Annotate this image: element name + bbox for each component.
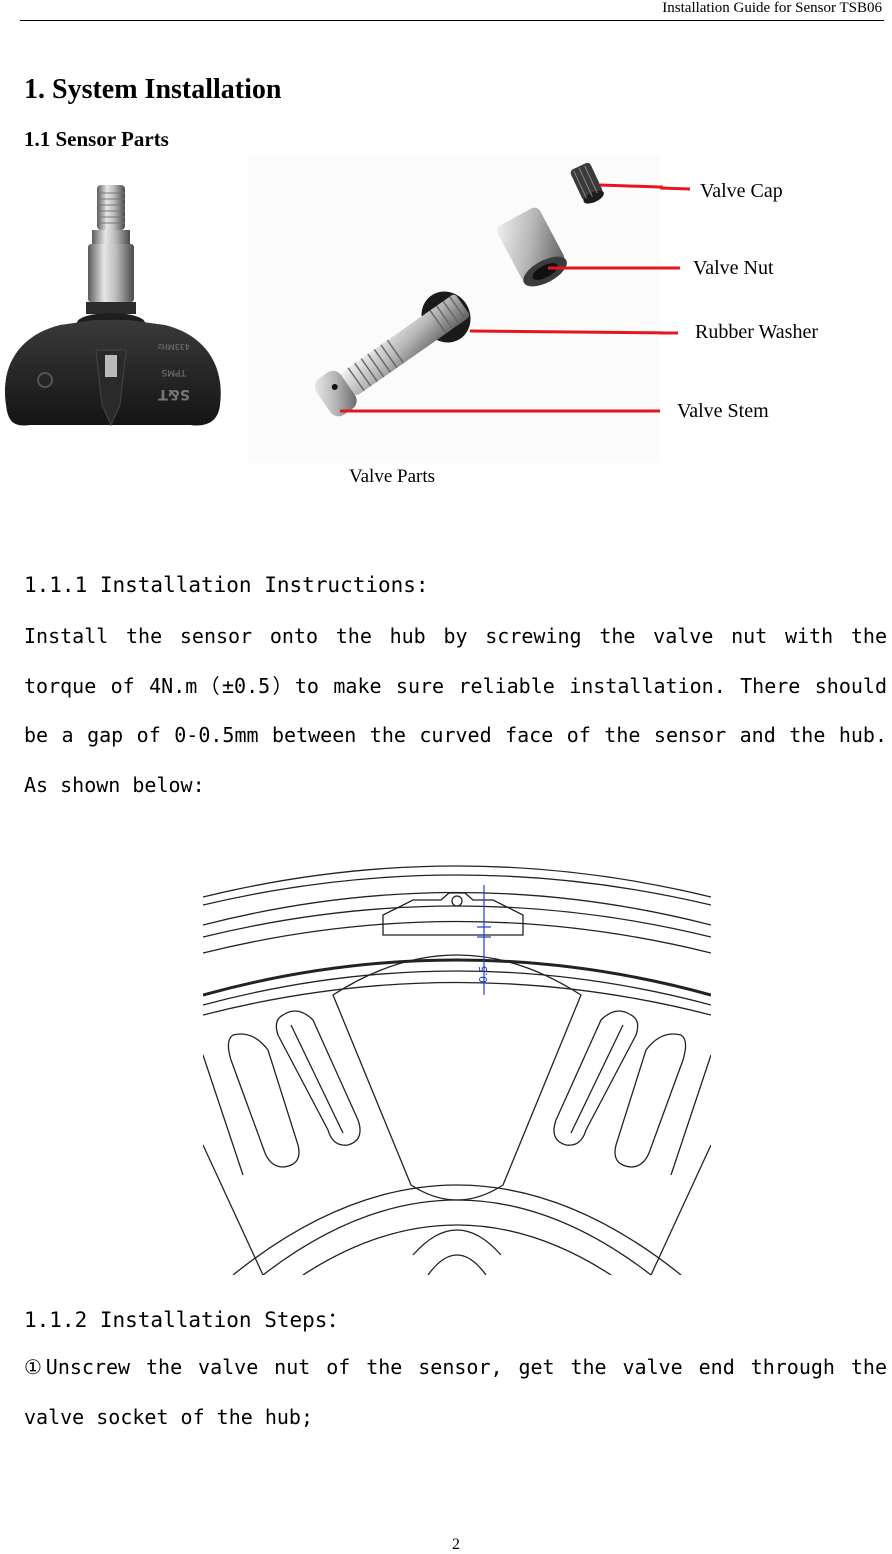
valve-stem-part (314, 294, 470, 417)
instructions-heading: 1.1.1 Installation Instructions: (24, 573, 429, 597)
page-number: 2 (452, 1536, 460, 1553)
callout-valve-nut: Valve Nut (693, 257, 774, 279)
rubber-washer-callout-line (469, 329, 663, 335)
callout-valve-stem: Valve Stem (677, 400, 769, 422)
callout-rubber-washer: Rubber Washer (695, 321, 818, 343)
sensor-marking-3: 433MHz (158, 342, 190, 351)
subsection-heading: 1.1 Sensor Parts (24, 127, 169, 151)
sensor-marking-1: TPMS (161, 367, 187, 377)
valve-parts-image (248, 155, 663, 463)
header-rule (20, 20, 884, 21)
running-header: Installation Guide for Sensor TSB06 (662, 0, 882, 16)
valve-cap-part (570, 162, 604, 204)
hub-gap-diagram: 0.5 (203, 865, 711, 1275)
section-heading: 1. System Installation (24, 74, 282, 105)
instructions-body: Install the sensor onto the hub by screw… (24, 624, 887, 797)
gap-label: 0.5 (477, 966, 490, 984)
valve-cap-callout-line (599, 183, 663, 189)
step-item: ①Unscrew the valve nut of the sensor, ge… (24, 1355, 887, 1429)
figure-caption: Valve Parts (349, 466, 436, 487)
tpms-sensor-image: TPMS S&T 433MHz (4, 185, 221, 427)
steps-heading: 1.1.2 Installation Steps： (24, 1308, 349, 1332)
callout-line-extensions (660, 186, 691, 335)
sensor-marking-2: S&T (158, 386, 190, 402)
callout-valve-cap: Valve Cap (700, 180, 783, 202)
